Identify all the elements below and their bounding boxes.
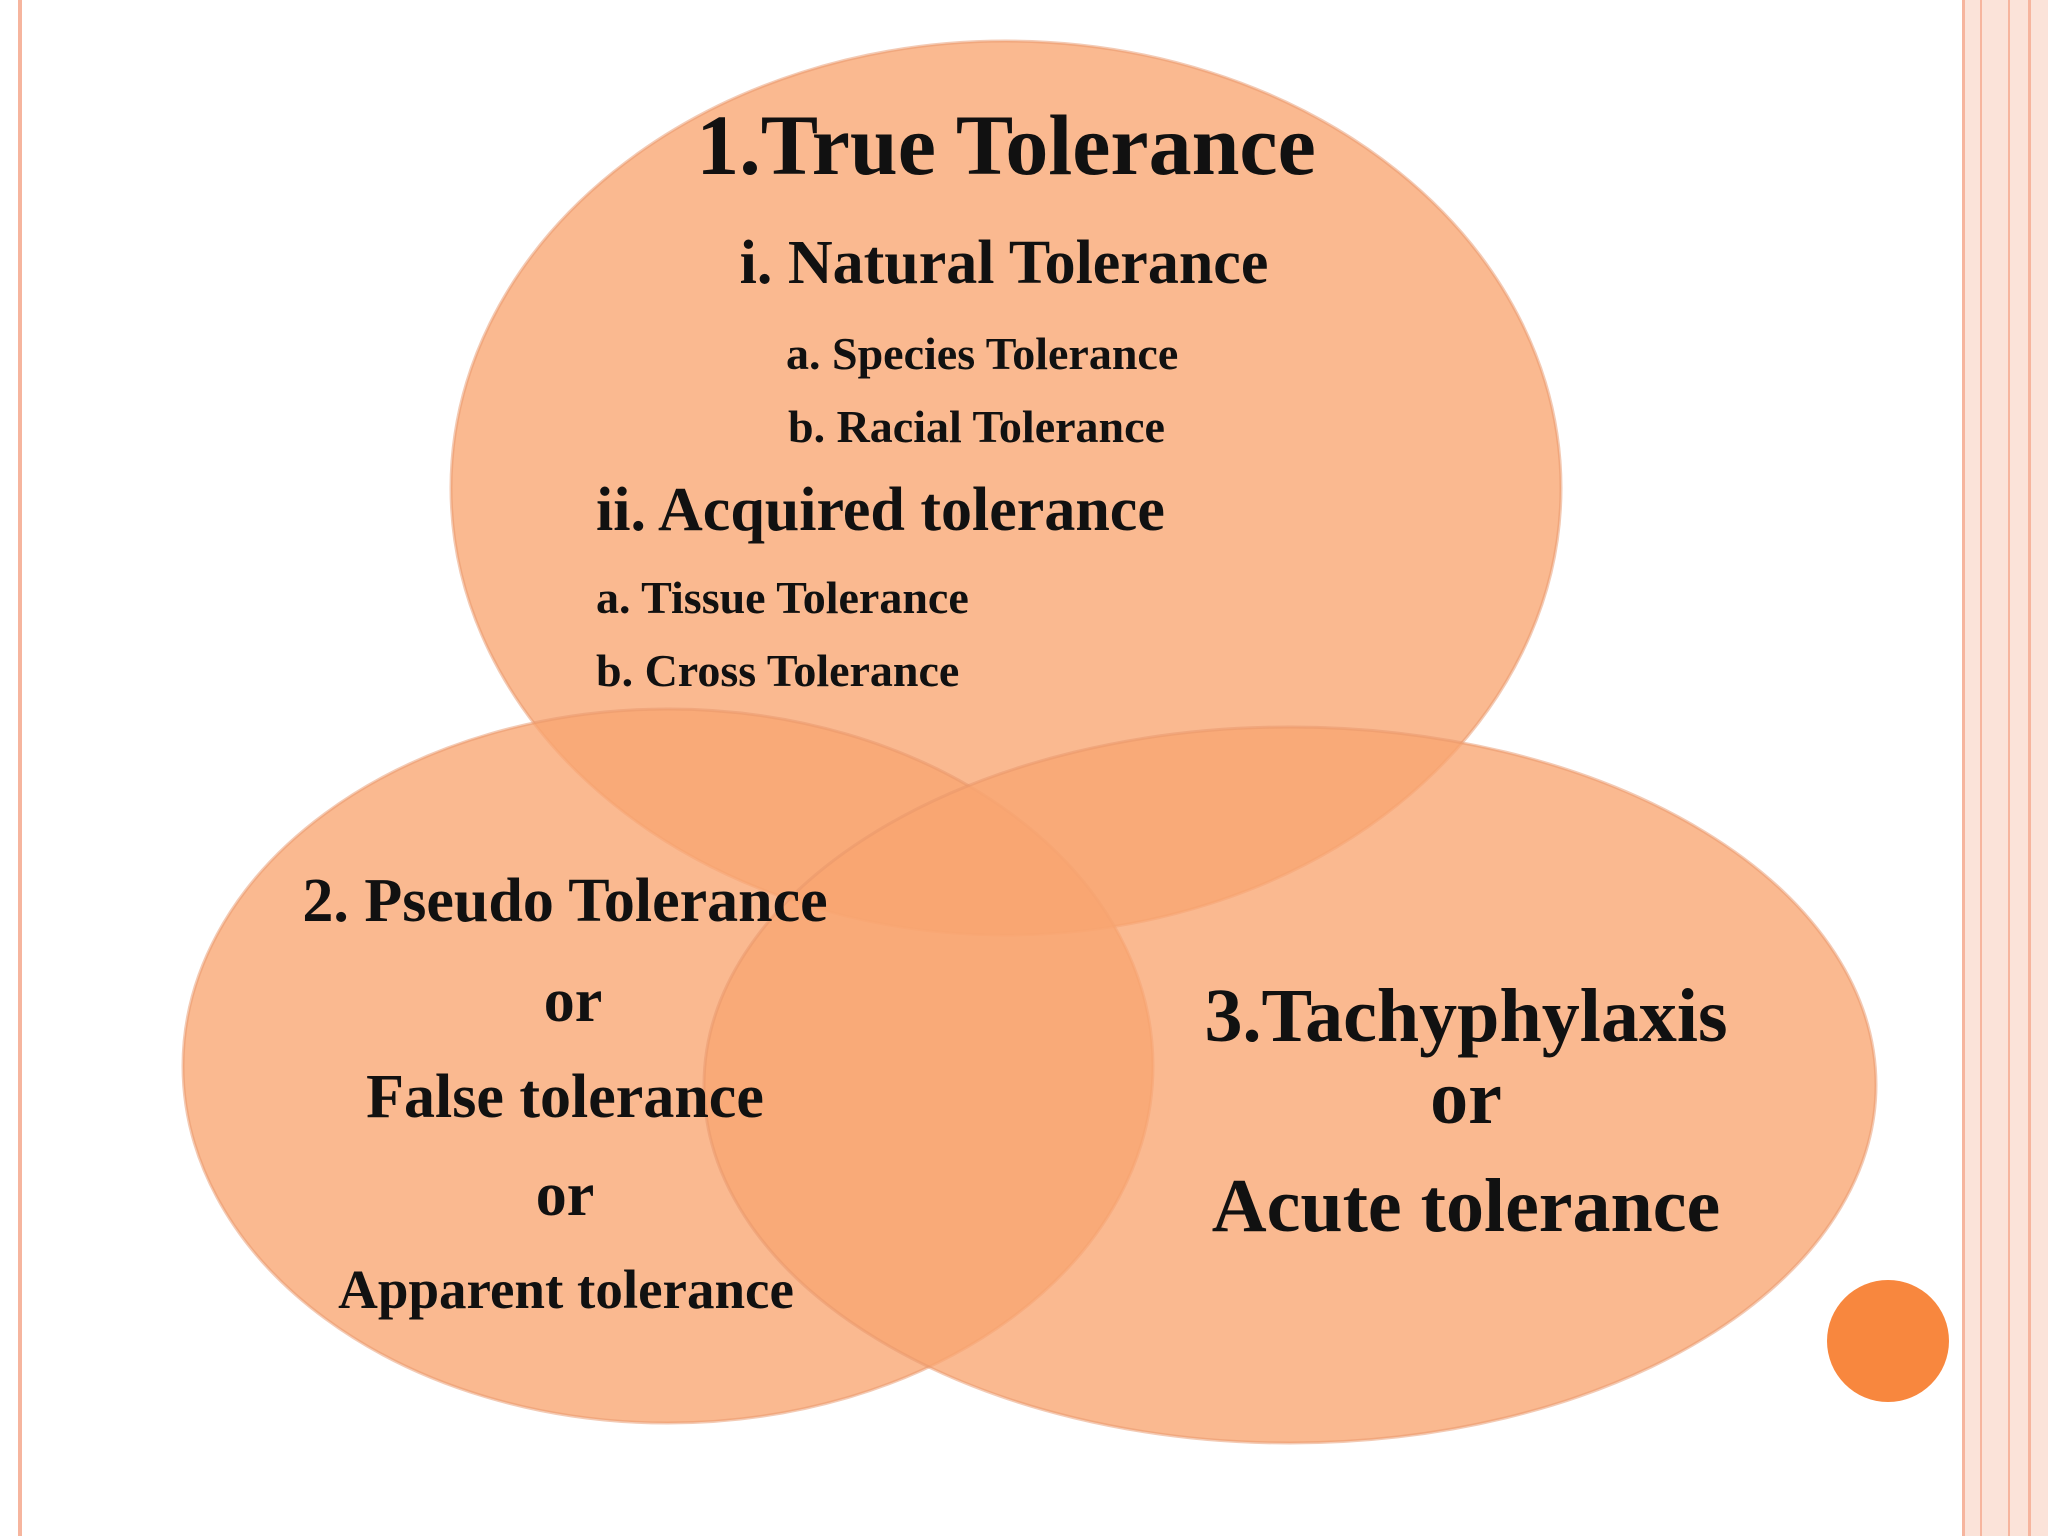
left-border-line (18, 0, 22, 1536)
right-border-line-2 (1980, 0, 1982, 1536)
tachyphylaxis-title: 3.Tachyphylaxis (1204, 974, 1728, 1058)
pseudo-or-2: or (535, 1161, 595, 1229)
tissue-tolerance-item: a. Tissue Tolerance (596, 572, 969, 623)
decorative-dot (1827, 1280, 1949, 1402)
species-tolerance-item: a. Species Tolerance (786, 328, 1179, 379)
racial-tolerance-item: b. Racial Tolerance (788, 401, 1165, 452)
right-border-line-4 (2028, 0, 2031, 1536)
tachyphylaxis-ellipse (702, 725, 1878, 1445)
right-border-band (1962, 0, 2048, 1536)
natural-tolerance-heading: i. Natural Tolerance (739, 229, 1269, 297)
acquired-tolerance-heading: ii. Acquired tolerance (596, 476, 1165, 544)
cross-tolerance-item: b. Cross Tolerance (596, 645, 960, 696)
pseudo-tolerance-title: 2. Pseudo Tolerance (302, 867, 828, 935)
false-tolerance-label: False tolerance (366, 1063, 764, 1131)
right-border-line-1 (1962, 0, 1965, 1536)
apparent-tolerance-label: Apparent tolerance (338, 1259, 794, 1320)
right-border-line-3 (2008, 0, 2010, 1536)
pseudo-or-1: or (543, 967, 603, 1035)
tachyphylaxis-or: or (1430, 1056, 1502, 1140)
true-tolerance-title: 1.True Tolerance (696, 97, 1316, 193)
acute-tolerance-label: Acute tolerance (1211, 1164, 1721, 1248)
